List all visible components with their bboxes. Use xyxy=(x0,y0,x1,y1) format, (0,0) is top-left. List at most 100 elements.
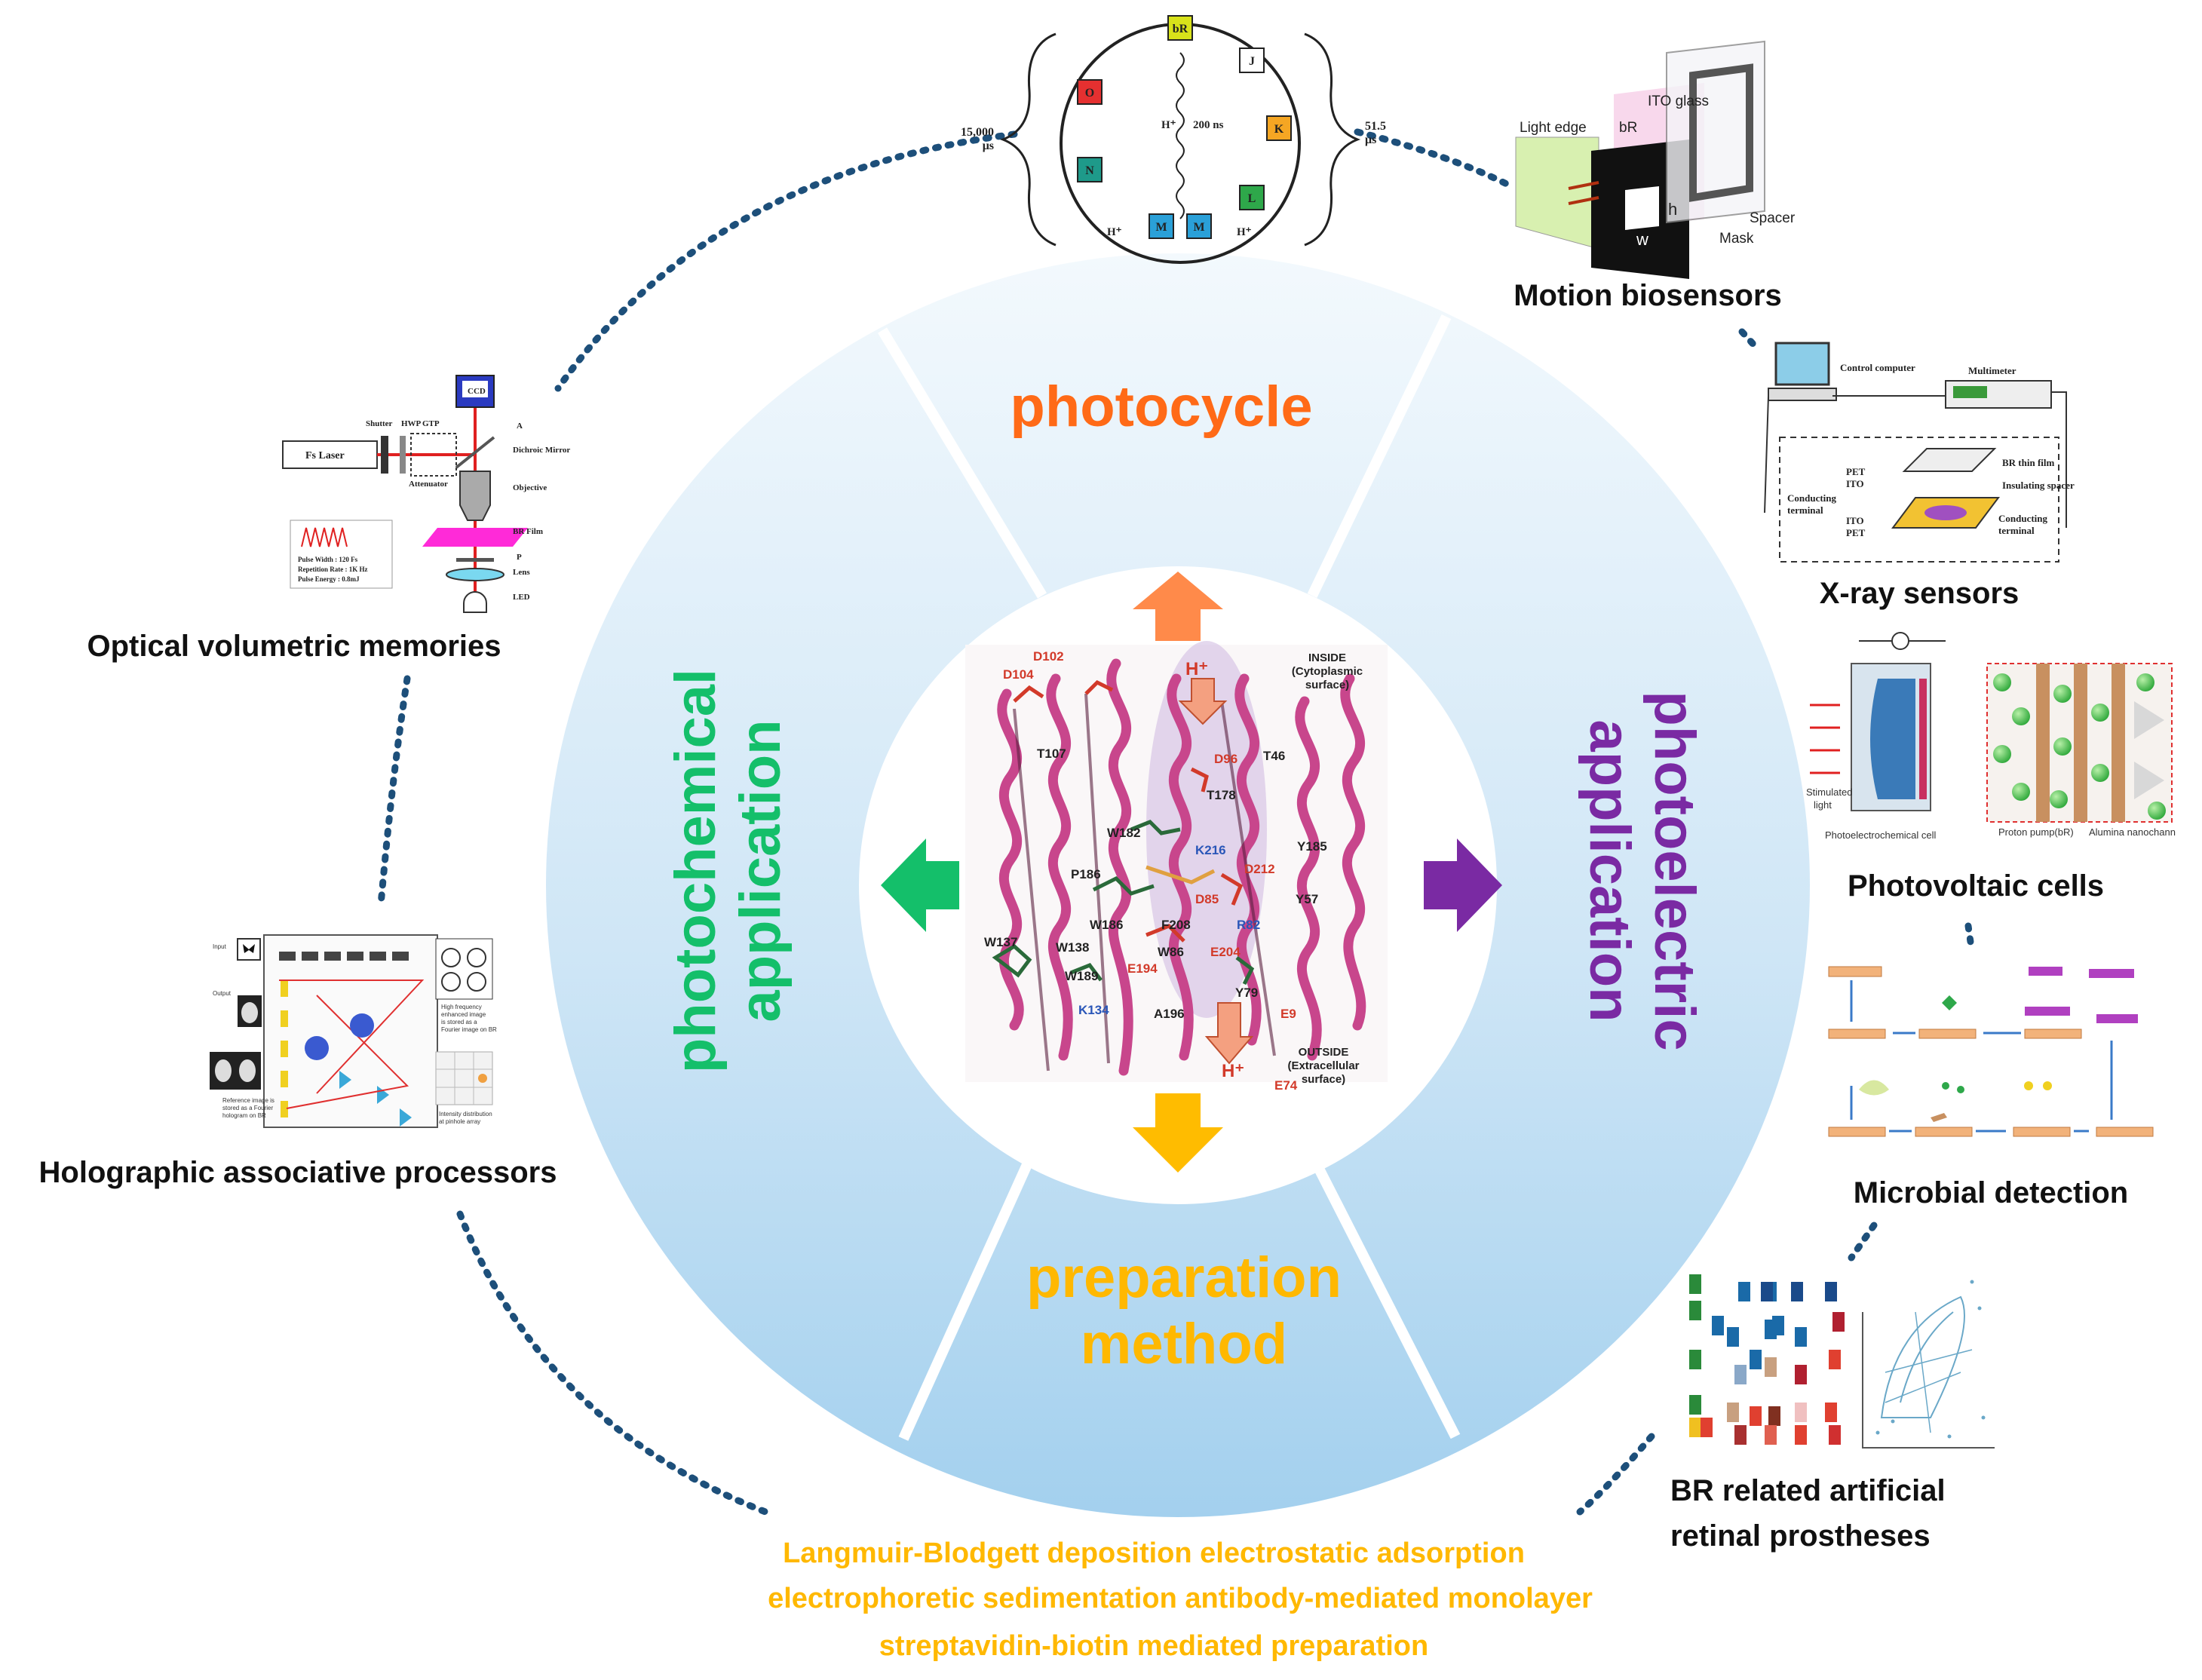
pulse-train xyxy=(301,527,348,547)
residue-label: E204 xyxy=(1210,945,1241,959)
br-film xyxy=(422,528,528,547)
residue-label: E74 xyxy=(1274,1078,1298,1093)
left-brace xyxy=(999,32,1057,247)
br-protein-structure: H⁺ H⁺ INSIDE (Cytoplasmic surface) OUTSI… xyxy=(965,641,1388,1093)
center-time: 200 ns xyxy=(1193,119,1224,131)
svg-text:K: K xyxy=(1274,123,1284,136)
prep-line-1: Langmuir-Blodgett deposition electrostat… xyxy=(783,1537,1525,1569)
photovoltaic-figure: Stimulated light Photoelectrochemical ce… xyxy=(1806,632,2176,903)
light-edge-panel xyxy=(1515,136,1599,250)
residue-label: W138 xyxy=(1056,940,1089,955)
helix-ribbons xyxy=(997,658,1366,1076)
connector-motion-xray xyxy=(1738,328,1761,352)
label-h: h xyxy=(1668,200,1677,219)
arrow-left-green xyxy=(881,838,959,932)
residue-label: W86 xyxy=(1158,945,1184,959)
output-face-skin xyxy=(241,1002,258,1023)
computer-base xyxy=(1768,388,1837,401)
motion-title: Motion biosensors xyxy=(1513,279,1782,312)
label-legend-2: Alumina nanochann xyxy=(2089,826,2176,838)
label-cterm-r1: Conducting xyxy=(1998,513,2048,524)
divider-top-left xyxy=(878,327,1047,599)
matrix-cell xyxy=(1734,1425,1747,1445)
holo-optic-element xyxy=(347,952,363,961)
microbial-plates xyxy=(1828,966,2154,1137)
photocycle-state-m: M xyxy=(1186,213,1212,239)
matrix-cell xyxy=(1689,1350,1701,1369)
retinal-plot xyxy=(1862,1280,1995,1449)
matrix-cell xyxy=(1765,1357,1777,1377)
outside-label-2: (Extracellular xyxy=(1287,1059,1359,1072)
label-br-film: BR thin film xyxy=(2002,457,2055,468)
label-cterm-l1: Conducting xyxy=(1787,492,1837,504)
plot-points xyxy=(1875,1280,1986,1439)
hwp xyxy=(400,436,406,474)
matrix-cell xyxy=(1832,1312,1845,1332)
label-ref-1: Reference image is xyxy=(222,1097,274,1104)
holo-optics xyxy=(279,952,412,1127)
left-time-2: μs xyxy=(983,139,994,152)
divider-bottom-left xyxy=(898,1159,1034,1441)
residue-label: T178 xyxy=(1207,788,1236,802)
outside-label-3: surface) xyxy=(1302,1073,1345,1086)
label-cterm-r2: terminal xyxy=(1998,525,2035,536)
label-ito2: ITO xyxy=(1846,515,1864,526)
shutter xyxy=(381,436,388,474)
label-ccd: CCD xyxy=(468,387,486,396)
matrix-cell xyxy=(1689,1301,1701,1320)
holo-prism xyxy=(400,1108,412,1127)
residue-label: W182 xyxy=(1107,826,1140,840)
microbial-tags xyxy=(2025,967,2138,1023)
matrix-cell xyxy=(1825,1403,1837,1422)
polarizer xyxy=(456,558,494,562)
photocycle-texts: 15,000 μs 51.5 μs 200 ns H⁺ H⁺ H⁺ xyxy=(961,119,1386,238)
proton-arrow-bottom xyxy=(1204,1002,1254,1065)
proton-bubble xyxy=(2012,783,2030,801)
spacer-frame xyxy=(1689,63,1753,202)
plot-hysteresis xyxy=(1880,1295,1965,1418)
label-a: A xyxy=(517,422,523,431)
connector-photocycle-motion xyxy=(1354,128,1512,189)
xray-title: X-ray sensors xyxy=(1820,577,2020,610)
holo-optic-element xyxy=(324,952,341,961)
label-ref-2: stored as a Fourier xyxy=(222,1105,273,1111)
matrix-cell xyxy=(1768,1406,1780,1426)
xray-dashed-box xyxy=(1779,437,2059,563)
proton-bubble xyxy=(1993,745,2011,763)
segment-label-preparation-1: preparation xyxy=(1026,1246,1342,1310)
label-mirror: Dichroic Mirror xyxy=(513,446,570,455)
pulse-line-3: Pulse Energy : 0.8mJ xyxy=(298,575,360,583)
pv-title: Photovoltaic cells xyxy=(1848,869,2104,903)
photochemical-line-2: application xyxy=(728,719,793,1022)
helix-shadows xyxy=(1013,693,1276,1071)
microbial-figure: Microbial detection xyxy=(1828,966,2154,1209)
pv-bubbles xyxy=(1993,673,2166,820)
input-butterfly xyxy=(243,944,255,953)
microbial-title: Microbial detection xyxy=(1854,1176,2129,1209)
label-cell: Photoelectrochemical cell xyxy=(1825,829,1937,841)
label-film: BR Film xyxy=(513,527,543,536)
proton-arrow-top xyxy=(1178,678,1228,725)
connector-optical-holo xyxy=(377,675,411,909)
photocycle-state-o: O xyxy=(1077,79,1103,105)
label-ref-3: hologram on BR xyxy=(222,1112,266,1119)
matrix-cell xyxy=(1795,1425,1807,1445)
photocycle-state-m: M xyxy=(1149,213,1174,239)
svg-text:M: M xyxy=(1193,221,1204,234)
matrix-cell xyxy=(1761,1282,1773,1301)
holo-optic-element xyxy=(370,952,386,961)
retinal-title-1: BR related artificial xyxy=(1670,1474,1946,1507)
label-attenuator: Attenuator xyxy=(409,480,448,489)
br-thin-film xyxy=(1902,448,1997,472)
holo-optic-element xyxy=(281,1010,288,1027)
svg-text:J: J xyxy=(1249,55,1255,68)
label-ito1: ITO xyxy=(1846,478,1864,489)
residue-label: D102 xyxy=(1033,649,1064,664)
label-output: Output xyxy=(213,990,232,997)
label-hf-2: enhanced image xyxy=(441,1011,486,1018)
label-hf-1: High frequency xyxy=(441,1004,482,1010)
xray-labels: Control computer Multimeter BR thin film… xyxy=(1787,362,2075,538)
